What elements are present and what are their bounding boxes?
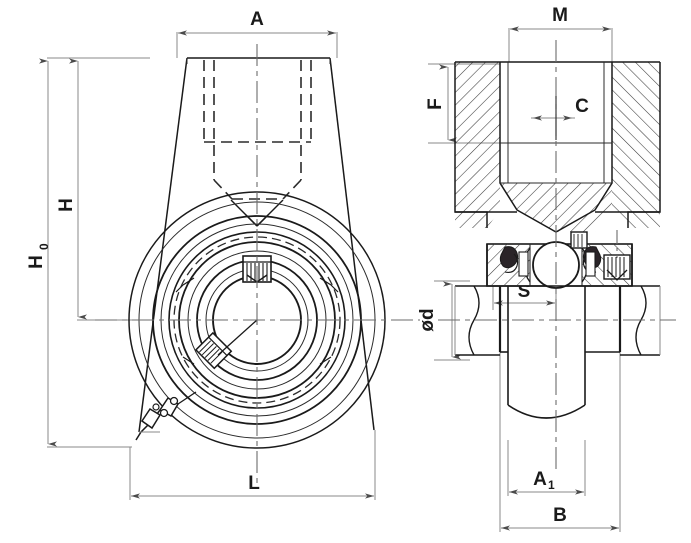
dimension-a: A bbox=[176, 9, 338, 58]
dimension-h-label: H bbox=[56, 198, 77, 212]
bearing-seals-section bbox=[499, 246, 602, 277]
grease-fitting-front bbox=[135, 391, 197, 441]
set-screw-leader-front bbox=[217, 319, 258, 356]
set-screw-lower-left-front bbox=[194, 331, 233, 370]
dimension-c-label: C bbox=[575, 96, 589, 117]
centerlines-section bbox=[438, 40, 676, 470]
dimension-c: C bbox=[531, 96, 589, 121]
dimension-l: L bbox=[129, 430, 376, 500]
dimension-phi-d-label: ød bbox=[417, 308, 438, 331]
front-view: A H 0 H L bbox=[26, 9, 420, 500]
dimension-l-label: L bbox=[248, 473, 260, 494]
set-screw-section bbox=[570, 231, 588, 249]
dimension-phi-d: ød bbox=[417, 280, 470, 361]
section-view: M F C ød S bbox=[417, 5, 676, 532]
dimension-a1-label: A bbox=[533, 469, 547, 490]
housing-section-hatch bbox=[455, 62, 660, 232]
dimension-m-label: M bbox=[552, 5, 568, 26]
grease-fitting-section bbox=[603, 230, 631, 281]
base-boss-section bbox=[498, 286, 622, 419]
dimension-h0: H 0 bbox=[26, 57, 150, 448]
dimension-a-label: A bbox=[250, 9, 264, 30]
dimension-h: H bbox=[56, 57, 150, 321]
dimension-h0-label: H bbox=[26, 255, 47, 269]
dimension-h0-subscript: 0 bbox=[37, 243, 51, 250]
collar-ticks-front bbox=[175, 277, 339, 365]
dimension-b-label: B bbox=[553, 505, 567, 526]
dimension-f-label: F bbox=[425, 98, 446, 110]
centerlines-front bbox=[95, 44, 420, 486]
dimension-a1-subscript: 1 bbox=[548, 478, 555, 492]
dimension-b: B bbox=[499, 285, 621, 532]
dimension-m: M bbox=[508, 5, 613, 62]
dimension-a1: A 1 bbox=[507, 440, 586, 496]
housing-outline-front bbox=[138, 57, 375, 433]
